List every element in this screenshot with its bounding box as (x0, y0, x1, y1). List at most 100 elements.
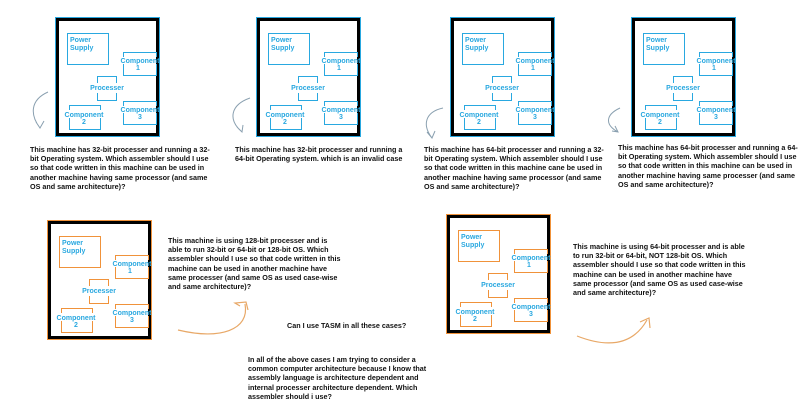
component-1-bracket-top (123, 52, 157, 57)
machine-question-4: This machine has 64-bit processer and ru… (618, 143, 798, 189)
component-1-bracket-top (518, 52, 552, 57)
component-3-bracket-bottom: 3 (518, 113, 552, 125)
component-2-bracket-bottom: 2 (270, 118, 302, 130)
processor-label: Processer (82, 288, 116, 295)
processor-bracket-top (673, 76, 693, 83)
power-supply-block: Power Supply (67, 33, 109, 65)
component-3-label: Component (696, 107, 736, 114)
processor-label: Processer (485, 85, 519, 92)
component-2-number: 2 (283, 119, 287, 126)
component-3-label: Component (515, 107, 555, 114)
component-2-number: 2 (82, 119, 86, 126)
processor-label: Processer (90, 85, 124, 92)
processor-bracket-bottom (492, 93, 512, 101)
arrow-machine-1 (32, 91, 49, 129)
component-2-bracket-bottom: 2 (460, 315, 492, 327)
component-1-bracket-bottom: 1 (699, 64, 733, 76)
component-1-bracket-bottom: 1 (115, 267, 149, 279)
component-1-label: Component (120, 58, 160, 65)
component-3-label: Component (511, 304, 551, 311)
component-2-bracket-top (69, 105, 101, 110)
component-3-bracket-top (324, 101, 358, 106)
component-1-bracket-top (324, 52, 358, 57)
component-1-number: 1 (527, 262, 531, 269)
component-3-bracket-top (518, 101, 552, 106)
power-supply-block: Power Supply (462, 33, 504, 65)
power-supply-label: Power Supply (271, 37, 295, 52)
power-supply-label: Power Supply (62, 240, 86, 255)
component-3-bracket-top (514, 298, 548, 303)
processor-label: Processer (666, 85, 700, 92)
machine-question-3: This machine has 64-bit processer and ru… (424, 145, 604, 191)
component-2-bracket-top (460, 302, 492, 307)
component-3-label: Component (120, 107, 160, 114)
machine-question-1: This machine has 32-bit processer and ru… (30, 145, 210, 191)
component-1-label: Component (696, 58, 736, 65)
component-3-number: 3 (138, 114, 142, 121)
component-2-label: Component (459, 112, 499, 119)
component-3-bracket-bottom: 3 (699, 113, 733, 125)
component-2-label: Component (455, 309, 495, 316)
component-2-number: 2 (477, 119, 481, 126)
component-1-label: Component (321, 58, 361, 65)
component-3-number: 3 (130, 317, 134, 324)
power-supply-block: Power Supply (59, 236, 101, 268)
component-2-bracket-top (270, 105, 302, 110)
machine-diagram-5: Power Supply Component 1 Processer Compo… (48, 221, 151, 339)
component-1-label: Component (515, 58, 555, 65)
component-1-bracket-bottom: 1 (514, 261, 548, 273)
machine-question-2: This machine has 32-bit processer and ru… (235, 145, 403, 164)
processor-bracket-top (298, 76, 318, 83)
processor-bracket-bottom (488, 290, 508, 298)
machine-question-5: This machine is using 128-bit processer … (168, 236, 341, 292)
arrow-machine-2 (232, 97, 251, 134)
component-2-bracket-bottom: 2 (61, 321, 93, 333)
component-2-label: Component (56, 315, 96, 322)
component-2-bracket-top (61, 308, 93, 313)
power-supply-block: Power Supply (268, 33, 310, 65)
machine-diagram-4: Power Supply Component 1 Processer Compo… (632, 18, 735, 136)
component-1-label: Component (112, 261, 152, 268)
component-2-label: Component (64, 112, 104, 119)
component-3-bracket-top (699, 101, 733, 106)
component-3-label: Component (321, 107, 361, 114)
processor-label: Processer (291, 85, 325, 92)
component-3-label: Component (112, 310, 152, 317)
component-2-bracket-bottom: 2 (464, 118, 496, 130)
processor-bracket-top (492, 76, 512, 83)
arrow-machine-4 (608, 107, 621, 133)
component-3-bracket-bottom: 3 (123, 113, 157, 125)
component-3-number: 3 (529, 311, 533, 318)
processor-bracket-top (97, 76, 117, 83)
component-2-bracket-top (645, 105, 677, 110)
machine-diagram-2: Power Supply Component 1 Processer Compo… (257, 18, 360, 136)
power-supply-label: Power Supply (465, 37, 489, 52)
machine-diagram-1: Power Supply Component 1 Processer Compo… (56, 18, 159, 136)
arrow-machine-6 (576, 317, 651, 344)
component-2-bracket-bottom: 2 (645, 118, 677, 130)
processor-bracket-top (488, 273, 508, 280)
component-1-bracket-bottom: 1 (123, 64, 157, 76)
component-1-label: Component (511, 255, 551, 262)
component-2-number: 2 (74, 322, 78, 329)
component-3-number: 3 (339, 114, 343, 121)
processor-bracket-bottom (89, 296, 109, 304)
component-1-number: 1 (712, 65, 716, 72)
component-1-bracket-bottom: 1 (324, 64, 358, 76)
machine-diagram-6: Power Supply Component 1 Processer Compo… (447, 215, 550, 333)
processor-bracket-bottom (298, 93, 318, 101)
component-3-bracket-bottom: 3 (324, 113, 358, 125)
component-2-number: 2 (658, 119, 662, 126)
processor-bracket-top (89, 279, 109, 286)
component-3-bracket-bottom: 3 (115, 316, 149, 328)
component-1-number: 1 (337, 65, 341, 72)
arrow-machine-3 (425, 107, 444, 139)
component-1-bracket-top (514, 249, 548, 254)
component-2-bracket-top (464, 105, 496, 110)
component-1-number: 1 (136, 65, 140, 72)
component-1-bracket-bottom: 1 (518, 64, 552, 76)
arrow-machine-5 (177, 301, 249, 335)
component-3-bracket-top (123, 101, 157, 106)
processor-label: Processer (481, 282, 515, 289)
